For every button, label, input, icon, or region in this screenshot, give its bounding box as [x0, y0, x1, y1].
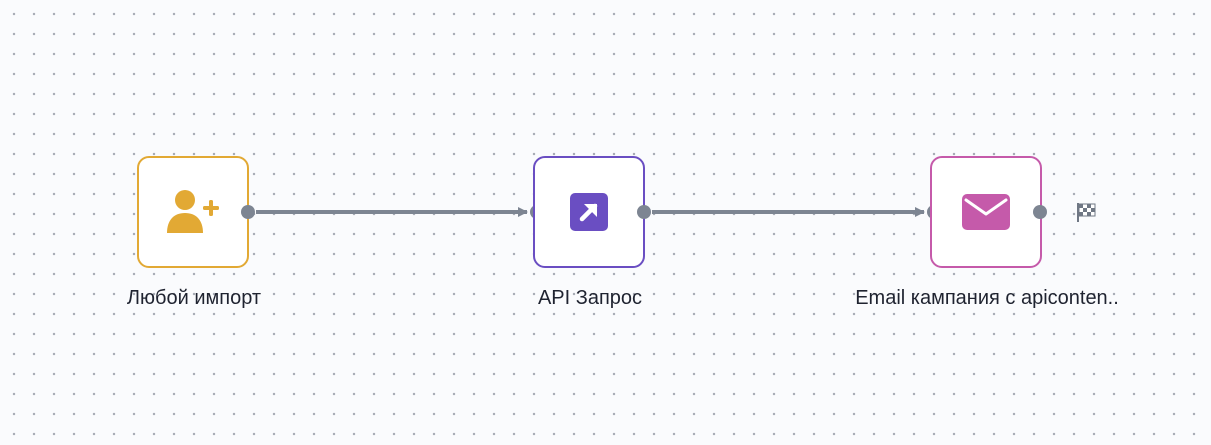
node-email-label: Email кампания с apiconten.. [855, 287, 1119, 309]
checkered-flag-icon [1077, 203, 1096, 222]
external-link-icon [570, 193, 608, 231]
node-api-label: API Запрос [537, 287, 643, 309]
envelope-icon [962, 194, 1010, 230]
node-import[interactable] [137, 156, 249, 268]
node-import-label: Любой импорт [126, 287, 262, 309]
user-plus-icon [167, 190, 219, 233]
node-api-output-port[interactable] [637, 205, 651, 219]
node-import-output-port[interactable] [241, 205, 255, 219]
node-email-output-port[interactable] [1033, 205, 1047, 219]
node-api[interactable] [533, 156, 645, 268]
node-email[interactable] [930, 156, 1042, 268]
